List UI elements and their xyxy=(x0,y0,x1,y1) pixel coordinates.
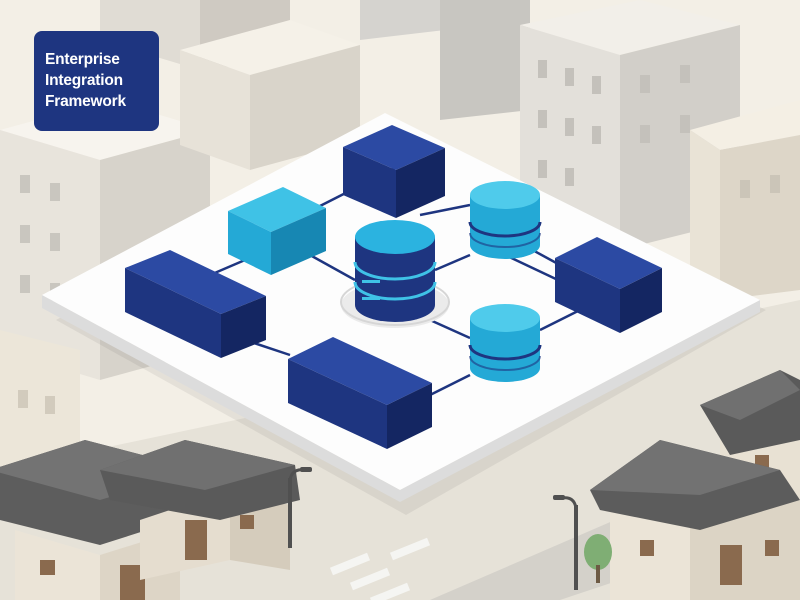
connector-line xyxy=(429,318,471,340)
tree-icon xyxy=(584,534,612,583)
connector-line xyxy=(429,373,471,397)
database-icon xyxy=(468,181,542,259)
navy-block-icon xyxy=(343,125,445,218)
traditional-house-icon xyxy=(0,440,300,600)
title-card: Enterprise Integration Framework xyxy=(34,31,159,131)
connector-line xyxy=(309,253,356,282)
navy-block-icon xyxy=(125,250,266,358)
traditional-house-icon xyxy=(590,370,800,600)
connector-line xyxy=(434,253,471,272)
title-line: Framework xyxy=(45,93,126,110)
connector-line xyxy=(504,253,559,282)
navy-block-icon xyxy=(288,337,432,449)
title-line: Integration xyxy=(45,72,123,89)
street-lamp-icon xyxy=(288,467,312,548)
building xyxy=(360,0,530,120)
database-icon xyxy=(340,220,450,328)
database-icon xyxy=(468,304,542,382)
title-line: Enterprise xyxy=(45,51,120,68)
navy-block-icon xyxy=(555,237,662,333)
connector-line xyxy=(419,203,471,217)
building xyxy=(690,100,800,300)
street-lamp-icon xyxy=(553,495,578,590)
building xyxy=(180,20,360,170)
cyan-block-icon xyxy=(228,187,326,275)
